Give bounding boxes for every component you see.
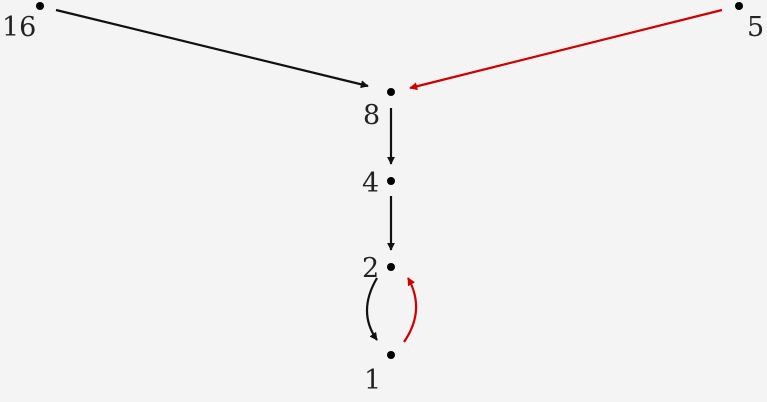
edge-2-to-1 [366, 277, 378, 341]
edge-16-to-8 [55, 8, 369, 89]
node-2: 2 [362, 253, 395, 284]
node-1: 1 [364, 351, 395, 396]
node-1-dot [387, 351, 395, 359]
node-8: 8 [363, 88, 395, 131]
node-16-label: 16 [2, 12, 36, 43]
node-8-dot [387, 88, 395, 96]
node-5: 5 [735, 2, 764, 43]
node-5-label: 5 [747, 12, 764, 43]
edge-5-to-8 [409, 8, 723, 91]
node-8-label: 8 [363, 100, 380, 131]
node-4-label: 4 [362, 168, 379, 199]
node-16: 16 [2, 2, 44, 43]
node-4-dot [387, 177, 395, 185]
node-4: 4 [362, 168, 395, 199]
node-5-dot [735, 2, 743, 10]
node-16-dot [36, 2, 44, 10]
edge-1-to-2 [403, 277, 418, 343]
node-2-label: 2 [362, 253, 379, 284]
node-1-label: 1 [364, 365, 381, 396]
node-2-dot [387, 263, 395, 271]
